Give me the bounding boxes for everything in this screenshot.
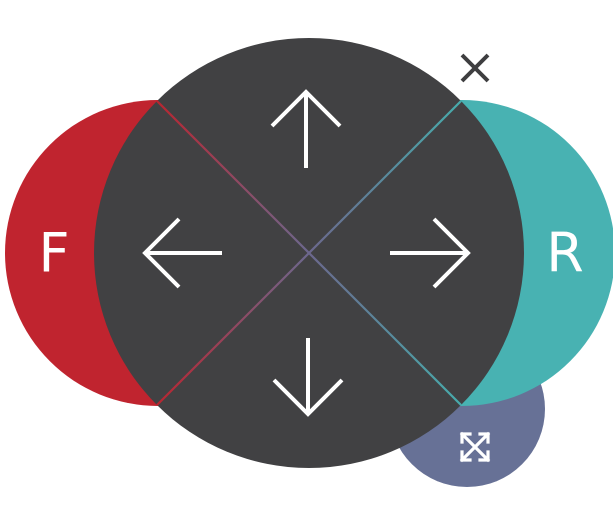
arrow-down-icon (272, 338, 344, 417)
dpad-dividers (156, 100, 462, 406)
up-button[interactable] (157, 38, 461, 253)
arrow-up-icon (270, 89, 342, 168)
f-button-label: F (38, 222, 69, 285)
r-button-label: R (546, 222, 584, 285)
left-button[interactable] (94, 101, 309, 405)
close-icon (460, 53, 490, 83)
dpad (94, 38, 524, 468)
down-button[interactable] (157, 253, 461, 468)
expand-arrows-icon (459, 431, 491, 463)
close-button[interactable] (452, 46, 496, 90)
arrow-left-icon (142, 217, 222, 289)
right-button[interactable] (309, 101, 524, 405)
arrow-right-icon (390, 217, 471, 289)
